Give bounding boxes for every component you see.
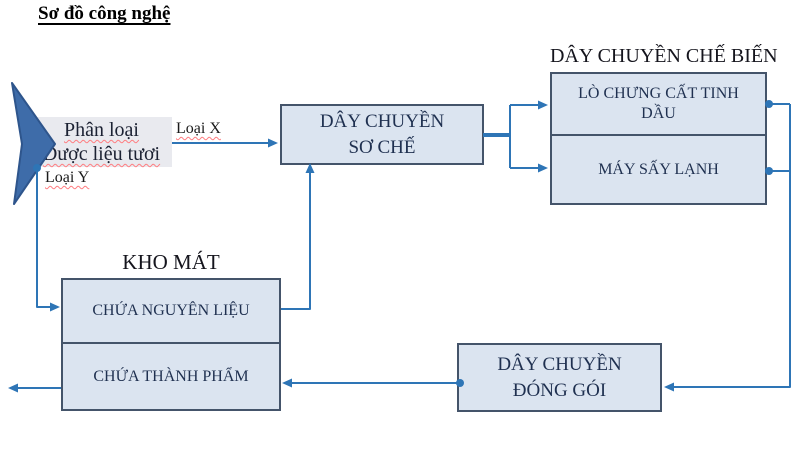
edge-label-loai-x: Loại X [176, 120, 221, 137]
arrowhead-right-icon [538, 163, 548, 173]
heading-che-bien: DÂY CHUYỀN CHẾ BIẾN [550, 45, 778, 67]
arrowhead-right-icon [268, 138, 278, 148]
node-phan-loai: Phân loại Dược liệu tươi [31, 117, 172, 167]
edge-label-loai-y: Loại Y [45, 169, 90, 186]
connector-donggoi-thanhpham [282, 378, 464, 388]
connector-khomat-soche [281, 163, 315, 310]
node-dong-goi-line2: ĐÓNG GÓI [512, 379, 607, 401]
arrowhead-right-icon [50, 302, 60, 312]
node-phan-loai-line2: Dược liệu tươi [42, 143, 161, 165]
cell-chua-nguyen-lieu: CHỨA NGUYÊN LIỆU [63, 280, 279, 344]
page-title: Sơ đồ công nghệ [38, 3, 171, 24]
node-phan-loai-line1: Phân loại [64, 119, 139, 141]
connector-exit-left [8, 383, 61, 393]
connector-loai-x [172, 138, 278, 148]
cell-chua-thanh-pham: CHỨA THÀNH PHẨM [63, 344, 279, 409]
connector-soche-chebien [483, 100, 548, 173]
arrowhead-right-icon [538, 100, 548, 110]
cell-lo-chung-cat-label: LÒ CHƯNG CẤT TINH DẦU [578, 85, 739, 122]
arrowhead-left-icon [282, 378, 292, 388]
cell-lo-chung-cat: LÒ CHƯNG CẤT TINH DẦU [552, 74, 765, 136]
node-so-che-line1: DÂY CHUYỀN [319, 110, 445, 132]
node-kho-mat: CHỨA NGUYÊN LIỆU CHỨA THÀNH PHẨM [61, 278, 281, 411]
arrowhead-left-icon [664, 382, 674, 392]
cell-may-say-lanh: MÁY SẤY LẠNH [552, 136, 765, 203]
arrowhead-left-icon [8, 383, 18, 393]
node-so-che: DÂY CHUYỀN SƠ CHẾ [280, 104, 484, 165]
node-che-bien: LÒ CHƯNG CẤT TINH DẦU MÁY SẤY LẠNH [550, 72, 767, 205]
node-dong-goi: DÂY CHUYỀN ĐÓNG GÓI [457, 343, 662, 412]
node-so-che-line2: SƠ CHẾ [348, 136, 416, 158]
cell-may-say-lanh-label: MÁY SẤY LẠNH [598, 160, 719, 178]
heading-kho-mat: KHO MÁT [122, 250, 220, 274]
cell-chua-thanh-pham-label: CHỨA THÀNH PHẨM [93, 367, 249, 385]
node-dong-goi-line1: DÂY CHUYỀN [497, 353, 622, 375]
cell-chua-nguyen-lieu-label: CHỨA NGUYÊN LIỆU [92, 302, 250, 319]
